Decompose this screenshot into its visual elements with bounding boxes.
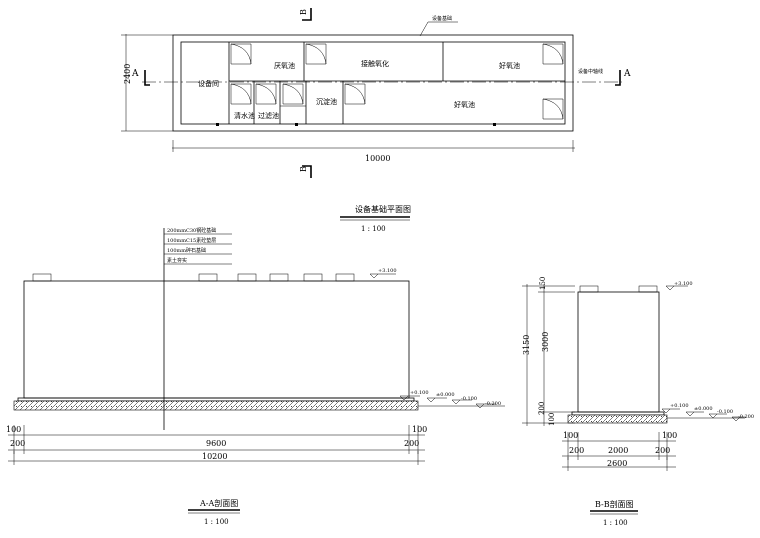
aa-equipment-body [23,280,410,399]
section-bb: +3.100 +0.100 ±0.000 -0.100 -0.200 3150 … [522,277,754,527]
svg-text:±0.000: ±0.000 [436,392,455,398]
bb-vdim-base1: 200 [538,402,546,415]
room-contact-oxidation: 接触氧化 [361,59,389,68]
bb-dim-total: 2600 [607,459,627,468]
svg-text:-0.200: -0.200 [485,401,501,407]
bb-title: B-B剖面图 [595,499,634,509]
plan-dim-length: 10000 [365,154,390,163]
bb-foundation-hatch [567,414,668,424]
callout-axis: 设备中轴线 [578,68,603,75]
bb-equipment-body [577,291,660,413]
bb-dim-mid-left: 200 [569,446,584,455]
svg-text:-0.200: -0.200 [738,414,754,420]
layer-1: 200mmC30钢砼基础 [167,227,216,234]
room-anoxic: 厌氧池 [274,61,295,70]
room-clear-water: 清水池 [234,111,255,120]
bb-elevations: +3.100 +0.100 ±0.000 -0.100 -0.200 [661,281,754,422]
svg-text:+0.100: +0.100 [410,390,429,396]
aa-dim-top-right: 100 [412,425,427,434]
layer-3: 100mm碎石基础 [167,247,206,254]
bb-dim-top-left: 100 [563,431,578,440]
svg-text:±0.000: ±0.000 [694,406,713,412]
plan-dim-height: 2400 [123,64,132,84]
section-mark-a-left: A [131,69,139,79]
svg-text:-0.100: -0.100 [717,409,733,415]
svg-text:+0.100: +0.100 [670,403,689,409]
plan-scale: 1 : 100 [361,225,386,233]
aa-dim-total: 10200 [202,452,227,461]
section-mark-b-top: B [299,9,308,15]
svg-text:+3.100: +3.100 [674,281,693,287]
bb-dim-mid-right: 200 [655,446,670,455]
svg-text:+3.100: +3.100 [378,268,397,274]
aa-title: A-A剖面图 [199,498,238,508]
layer-4: 素土夯实 [167,257,187,264]
callout-foundation: 设备基础 [432,15,452,22]
room-equipment-room: 设备间 [198,79,219,88]
section-mark-a-right: A [623,69,631,79]
bb-vdim-top: 150 [539,277,547,290]
plan-title: 设备基础平面图 [355,204,411,214]
bb-dim-top-right: 100 [662,431,677,440]
aa-scale: 1 : 100 [204,518,229,526]
section-mark-b-bottom: B [299,166,308,172]
plan-foundation-outline [172,34,574,132]
bb-scale: 1 : 100 [603,519,628,527]
aa-elevations: +3.100 +0.100 ±0.000 -0.100 -0.200 [369,268,501,409]
aa-dim-mid-left: 200 [10,439,25,448]
room-aerobic-top: 好氧池 [499,61,520,70]
room-filter: 过滤池 [258,111,279,120]
room-aerobic-bottom: 好氧池 [454,100,475,109]
room-sedimentation: 沉淀池 [316,97,337,106]
layer-2: 100mmC15素砼垫层 [167,237,216,244]
plan-equipment-outline [180,41,566,125]
plan-equipment-blocks [230,43,564,120]
plan-view: 设备间 厌氧池 接触氧化 好氧池 沉淀池 好氧池 清水池 过滤池 设备基础 设备… [121,8,631,233]
bb-vdim-overall: 3150 [522,335,531,355]
aa-dim-mid-center: 9600 [206,439,226,448]
section-aa: 200mmC30钢砼基础 100mmC15素砼垫层 100mm碎石基础 素土夯实… [6,227,505,526]
bb-vdim-base2: 100 [548,413,556,426]
svg-text:-0.100: -0.100 [461,396,477,402]
bb-dim-mid-center: 2000 [608,446,628,455]
aa-dim-mid-right: 200 [404,439,419,448]
aa-foundation-hatch [13,400,419,411]
bb-vdim-mid: 3000 [541,332,550,352]
aa-dim-top-left: 100 [6,425,21,434]
